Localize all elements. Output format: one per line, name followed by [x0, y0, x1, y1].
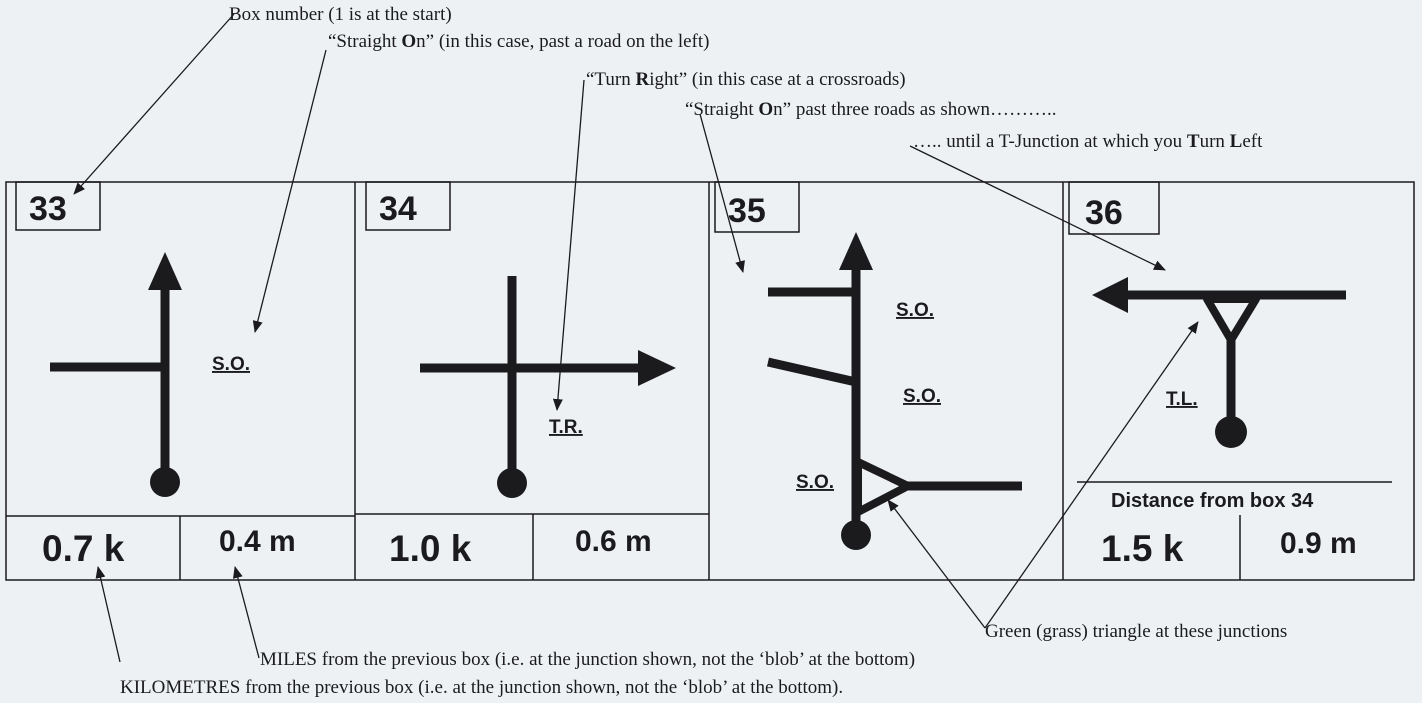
distance-note-box-36: Distance from box 34 [1111, 490, 1314, 512]
box-number-33: 33 [29, 190, 67, 228]
arrow-straight-on-left [252, 49, 327, 333]
box-number-34: 34 [379, 190, 417, 228]
annotation-green-triangle: Green (grass) triangle at these junction… [985, 621, 1288, 642]
km-value-box-36: 1.5 k [1101, 528, 1184, 569]
instruction-label-box-35-2: S.O. [903, 386, 941, 407]
route-symbol-box-33 [50, 252, 182, 497]
arrow-t-junction [909, 145, 1166, 271]
annotation-straight-on-left: “Straight On” (in this case, past a road… [328, 31, 710, 52]
instruction-label-box-34: T.R. [549, 417, 583, 438]
annotation-arrows [73, 13, 1199, 663]
arrow-green-triangle-36 [984, 321, 1199, 629]
annotation-straight-on-three: “Straight On” past three roads as shown…… [685, 99, 1057, 120]
annotation-t-junction: ….. until a T-Junction at which you Turn… [913, 131, 1263, 152]
route-symbol-box-35 [767, 232, 1022, 550]
miles-value-box-36: 0.9 m [1280, 527, 1357, 560]
instruction-label-box-36: T.L. [1166, 389, 1198, 410]
box-frame [5, 181, 1415, 581]
arrow-box-number [73, 13, 235, 195]
annotation-box-number: Box number (1 is at the start) [229, 4, 452, 25]
km-value-box-33: 0.7 k [42, 528, 125, 569]
arrow-turn-right [552, 79, 585, 411]
box-number-35: 35 [728, 192, 766, 230]
instruction-label-box-33: S.O. [212, 354, 250, 375]
miles-value-box-33: 0.4 m [219, 525, 296, 558]
arrow-green-triangle-35 [887, 499, 986, 629]
route-symbol-box-36 [1092, 277, 1346, 448]
miles-value-box-34: 0.6 m [575, 525, 652, 558]
annotation-kilometres: KILOMETRES from the previous box (i.e. a… [120, 677, 844, 698]
annotation-miles: MILES from the previous box (i.e. at the… [260, 649, 916, 670]
route-symbol-box-34 [420, 276, 676, 498]
arrow-straight-on-three [699, 113, 745, 273]
arrow-miles [232, 566, 260, 659]
box-number-36: 36 [1085, 194, 1123, 232]
annotation-turn-right: “Turn Right” (in this case at a crossroa… [586, 69, 906, 90]
instruction-label-box-35-3: S.O. [796, 472, 834, 493]
arrow-kilometres [95, 566, 121, 663]
instruction-label-box-35-1: S.O. [896, 300, 934, 321]
km-value-box-34: 1.0 k [389, 528, 472, 569]
